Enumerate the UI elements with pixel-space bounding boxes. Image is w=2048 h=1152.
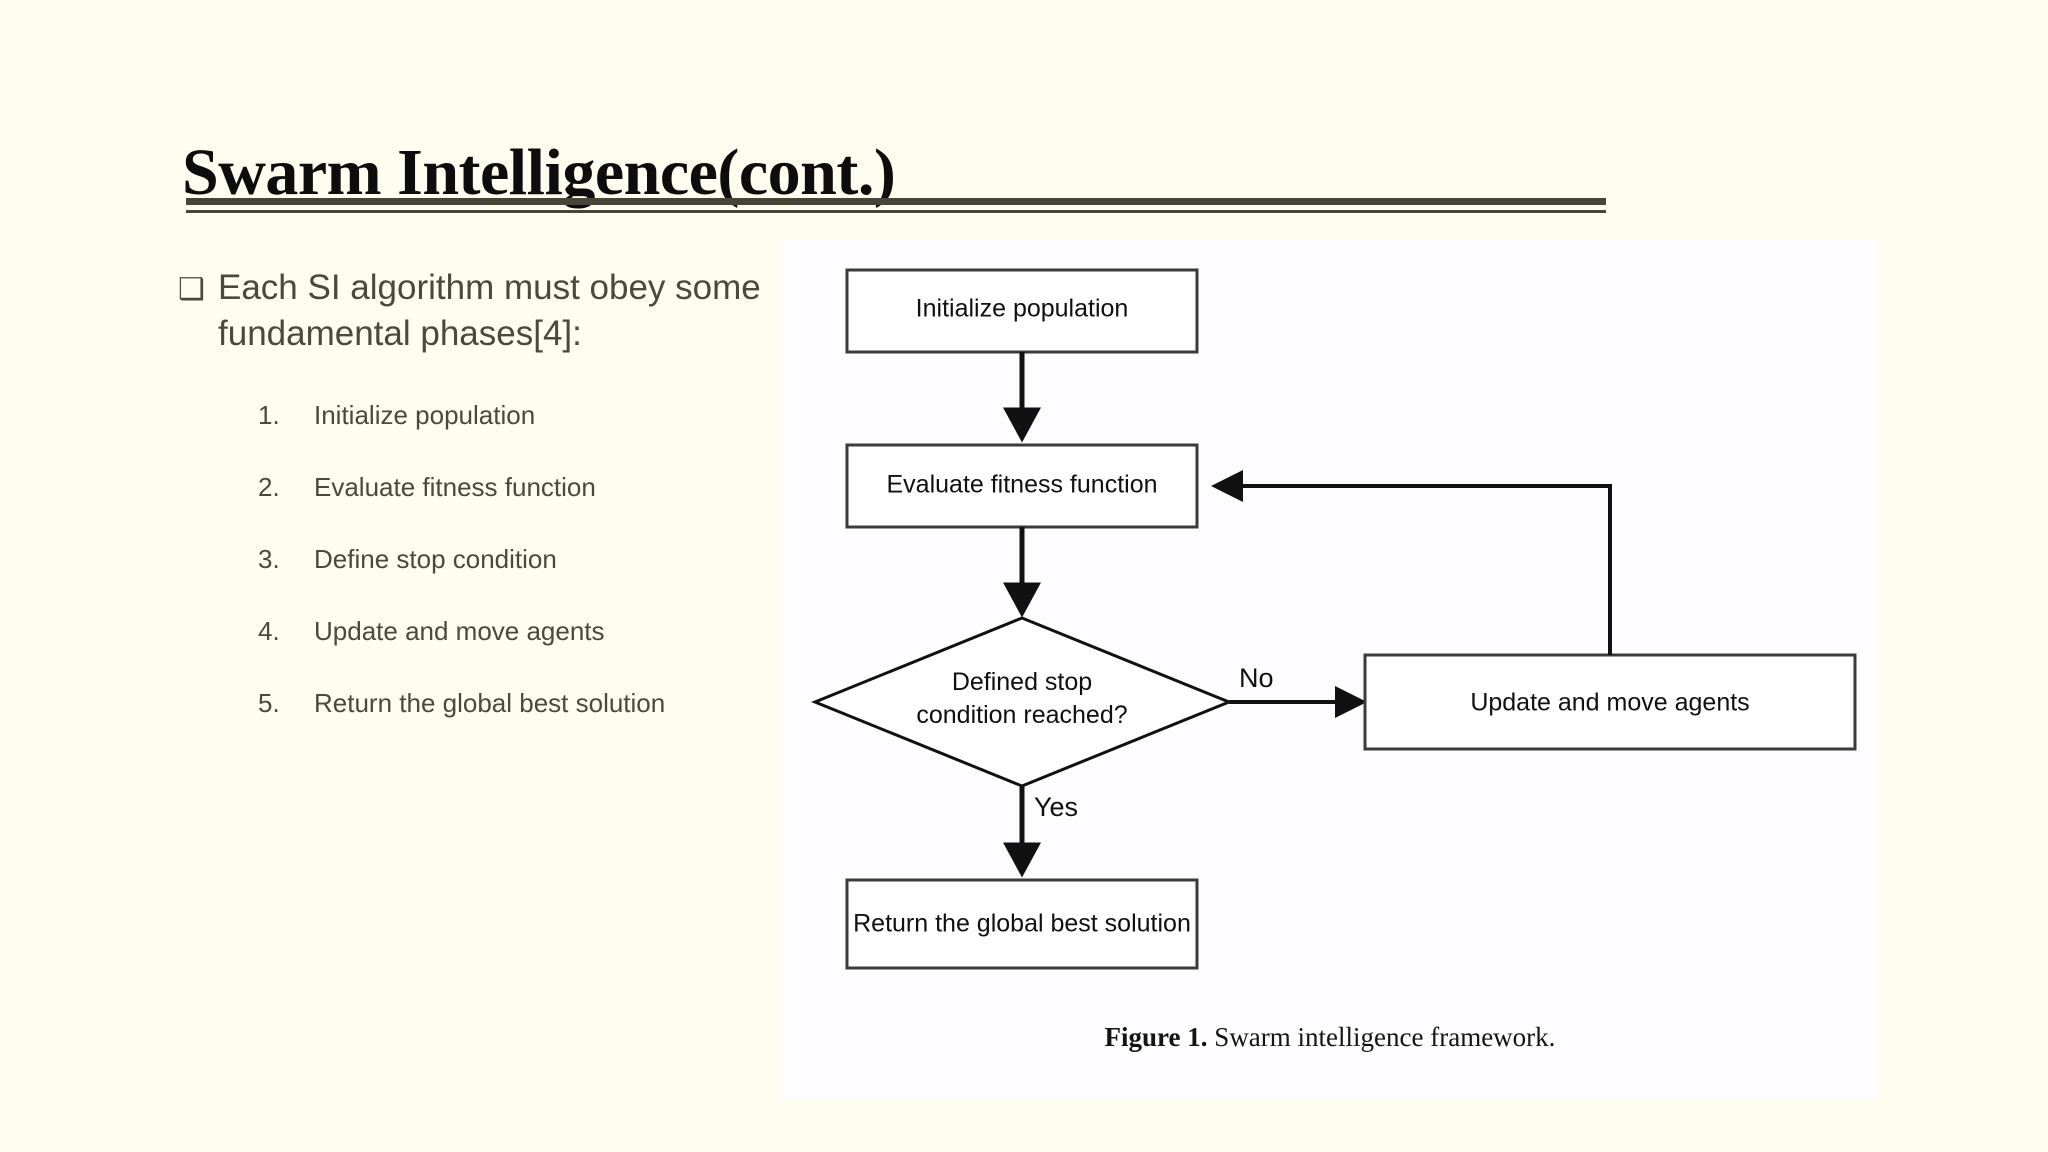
flow-node-evaluate: Evaluate fitness function (845, 443, 1199, 529)
page-title: Swarm Intelligence(cont.) (182, 136, 896, 210)
phases-list: 1. Initialize population 2. Evaluate fit… (178, 400, 778, 719)
divider-thick-line (186, 198, 1606, 205)
list-item-index: 3. (258, 544, 280, 574)
edge-label-no: No (1239, 663, 1274, 693)
figure-caption-number: Figure 1. (1104, 1022, 1208, 1052)
figure-caption-text: Swarm intelligence framework. (1207, 1022, 1556, 1052)
list-item-index: 5. (258, 688, 280, 718)
title-divider (186, 198, 1606, 213)
list-item-label: Update and move agents (314, 616, 605, 646)
flow-node-return-label: Return the global best solution (853, 910, 1191, 938)
edge-label-yes: Yes (1034, 792, 1078, 822)
square-bullet-icon: ❑ (178, 273, 205, 306)
list-item: 3. Define stop condition (258, 544, 778, 575)
flowchart-diagram: Initialize population Evaluate fitness f… (811, 268, 1857, 970)
figure-panel: Initialize population Evaluate fitness f… (782, 240, 1878, 1100)
flow-node-update: Update and move agents (1363, 653, 1857, 751)
edge-update-to-evaluate (1211, 470, 1612, 655)
list-item-label: Initialize population (314, 400, 536, 430)
list-item-index: 2. (258, 472, 280, 502)
flow-node-update-label: Update and move agents (1470, 689, 1749, 717)
flow-node-evaluate-label: Evaluate fitness function (887, 471, 1158, 499)
list-item-label: Return the global best solution (314, 688, 666, 718)
list-item: 2. Evaluate fitness function (258, 472, 778, 503)
flow-node-decision: Defined stop condition reached? (811, 616, 1233, 788)
list-item: 5. Return the global best solution (258, 688, 778, 719)
flow-node-decision-label-line2: condition reached? (916, 701, 1127, 729)
figure-caption: Figure 1. Swarm intelligence framework. (782, 1022, 1878, 1053)
flow-node-return: Return the global best solution (845, 878, 1199, 970)
list-item-label: Evaluate fitness function (314, 472, 596, 502)
flow-node-initialize: Initialize population (845, 268, 1199, 354)
content-column: ❑ Each SI algorithm must obey some funda… (178, 265, 778, 735)
list-item: 4. Update and move agents (258, 616, 778, 647)
flow-node-decision-label-line1: Defined stop (952, 668, 1092, 696)
bullet-item: ❑ Each SI algorithm must obey some funda… (178, 265, 778, 356)
list-item-index: 4. (258, 616, 280, 646)
bullet-item-label: Each SI algorithm must obey some fundame… (218, 268, 761, 353)
list-item-label: Define stop condition (314, 544, 557, 574)
list-item: 1. Initialize population (258, 400, 778, 431)
list-item-index: 1. (258, 400, 280, 430)
divider-thin-line (186, 210, 1606, 213)
flow-node-initialize-label: Initialize population (916, 295, 1129, 323)
